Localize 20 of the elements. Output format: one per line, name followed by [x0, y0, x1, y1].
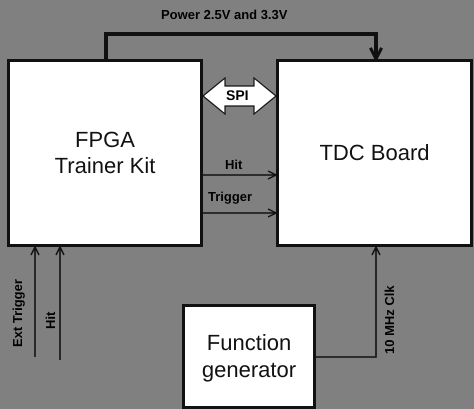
arrow [30, 246, 40, 357]
block-box [7, 59, 203, 247]
edge-label: SPI [226, 88, 249, 104]
edge-label: Hit [224, 158, 244, 172]
arrow [203, 208, 277, 218]
block-label: Function generator [200, 330, 298, 383]
arrow [316, 246, 381, 358]
edge-label: Trigger [207, 190, 254, 204]
edge-label: Power 2.5V and 3.3V [160, 8, 288, 22]
arrow [55, 246, 65, 360]
arrow [104, 32, 384, 61]
edge-label: Hit [44, 310, 58, 330]
block-label: TDC Board [319, 140, 430, 166]
edge-label: 10 MHz Clk [383, 284, 398, 355]
double-arrow [202, 76, 277, 116]
arrow [203, 170, 277, 180]
edge-label: Ext Trigger [11, 278, 26, 348]
block-box [276, 59, 473, 247]
block-label: FPGA Trainer Kit [54, 126, 156, 180]
block-box [182, 304, 316, 409]
